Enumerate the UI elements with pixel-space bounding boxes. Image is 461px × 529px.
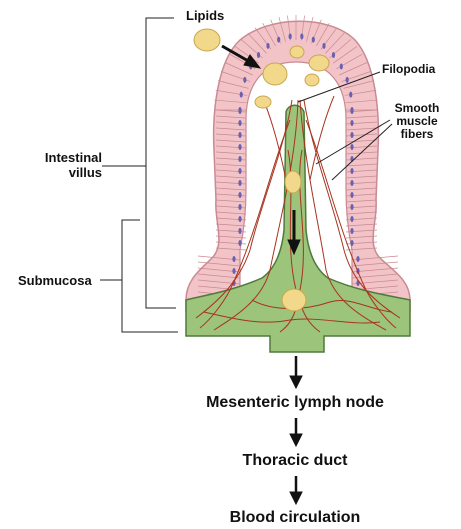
- nucleus: [346, 77, 349, 83]
- nucleus: [350, 228, 353, 234]
- lipid-droplet: [255, 96, 271, 108]
- nucleus: [349, 92, 352, 98]
- nucleus: [238, 144, 241, 150]
- nucleus: [238, 204, 241, 210]
- nucleus: [238, 216, 241, 222]
- nucleus: [340, 64, 343, 70]
- nucleus: [238, 180, 241, 186]
- villus-label-line: villus: [30, 165, 102, 180]
- lipid-droplet: [285, 171, 301, 193]
- filopodia-label: Filopodia: [382, 62, 435, 77]
- nucleus: [356, 256, 359, 262]
- villus-bracket: [146, 18, 176, 308]
- nucleus: [289, 33, 292, 39]
- nucleus: [350, 240, 353, 246]
- smooth-muscle-label-line: fibers: [392, 128, 442, 141]
- nucleus: [238, 192, 241, 198]
- nucleus: [238, 132, 241, 138]
- nucleus: [350, 204, 353, 210]
- lipid-droplet: [305, 74, 319, 86]
- flow-step-thoracic-duct: Thoracic duct: [180, 452, 410, 470]
- lipid-droplet: [282, 289, 306, 311]
- lipid-droplet: [290, 46, 304, 58]
- nucleus: [238, 107, 241, 113]
- nucleus: [277, 37, 280, 43]
- flow-step-blood-circulation: Blood circulation: [180, 509, 410, 527]
- nucleus: [238, 168, 241, 174]
- nucleus: [257, 52, 260, 58]
- nucleus: [232, 256, 235, 262]
- nucleus: [266, 43, 269, 49]
- nucleus: [350, 168, 353, 174]
- villus-label-line: Intestinal: [30, 150, 102, 165]
- submucosa-bracket: [122, 220, 178, 332]
- smooth-muscle-fibers-label: Smooth muscle fibers: [392, 102, 442, 141]
- lipid-droplet: [309, 55, 329, 71]
- nucleus: [312, 37, 315, 43]
- nucleus: [232, 268, 235, 274]
- submucosa-label: Submucosa: [18, 273, 92, 288]
- nucleus: [243, 77, 246, 83]
- nucleus: [350, 132, 353, 138]
- nucleus: [322, 43, 325, 49]
- nucleus: [350, 144, 353, 150]
- nucleus: [238, 228, 241, 234]
- flow-step-lymph-node: Mesenteric lymph node: [180, 394, 410, 412]
- nucleus: [238, 120, 241, 126]
- intestinal-villus-label: Intestinal villus: [30, 150, 102, 180]
- flow-arrows: [290, 356, 302, 504]
- nucleus: [350, 216, 353, 222]
- nucleus: [350, 120, 353, 126]
- nucleus: [350, 107, 353, 113]
- nucleus: [332, 52, 335, 58]
- nucleus: [300, 33, 303, 39]
- nucleus: [238, 240, 241, 246]
- lipid-droplet: [194, 29, 220, 51]
- nucleus: [350, 192, 353, 198]
- lipids-label: Lipids: [186, 8, 224, 23]
- nucleus: [238, 156, 241, 162]
- nucleus: [350, 180, 353, 186]
- nucleus: [240, 92, 243, 98]
- lipid-droplet: [263, 63, 287, 85]
